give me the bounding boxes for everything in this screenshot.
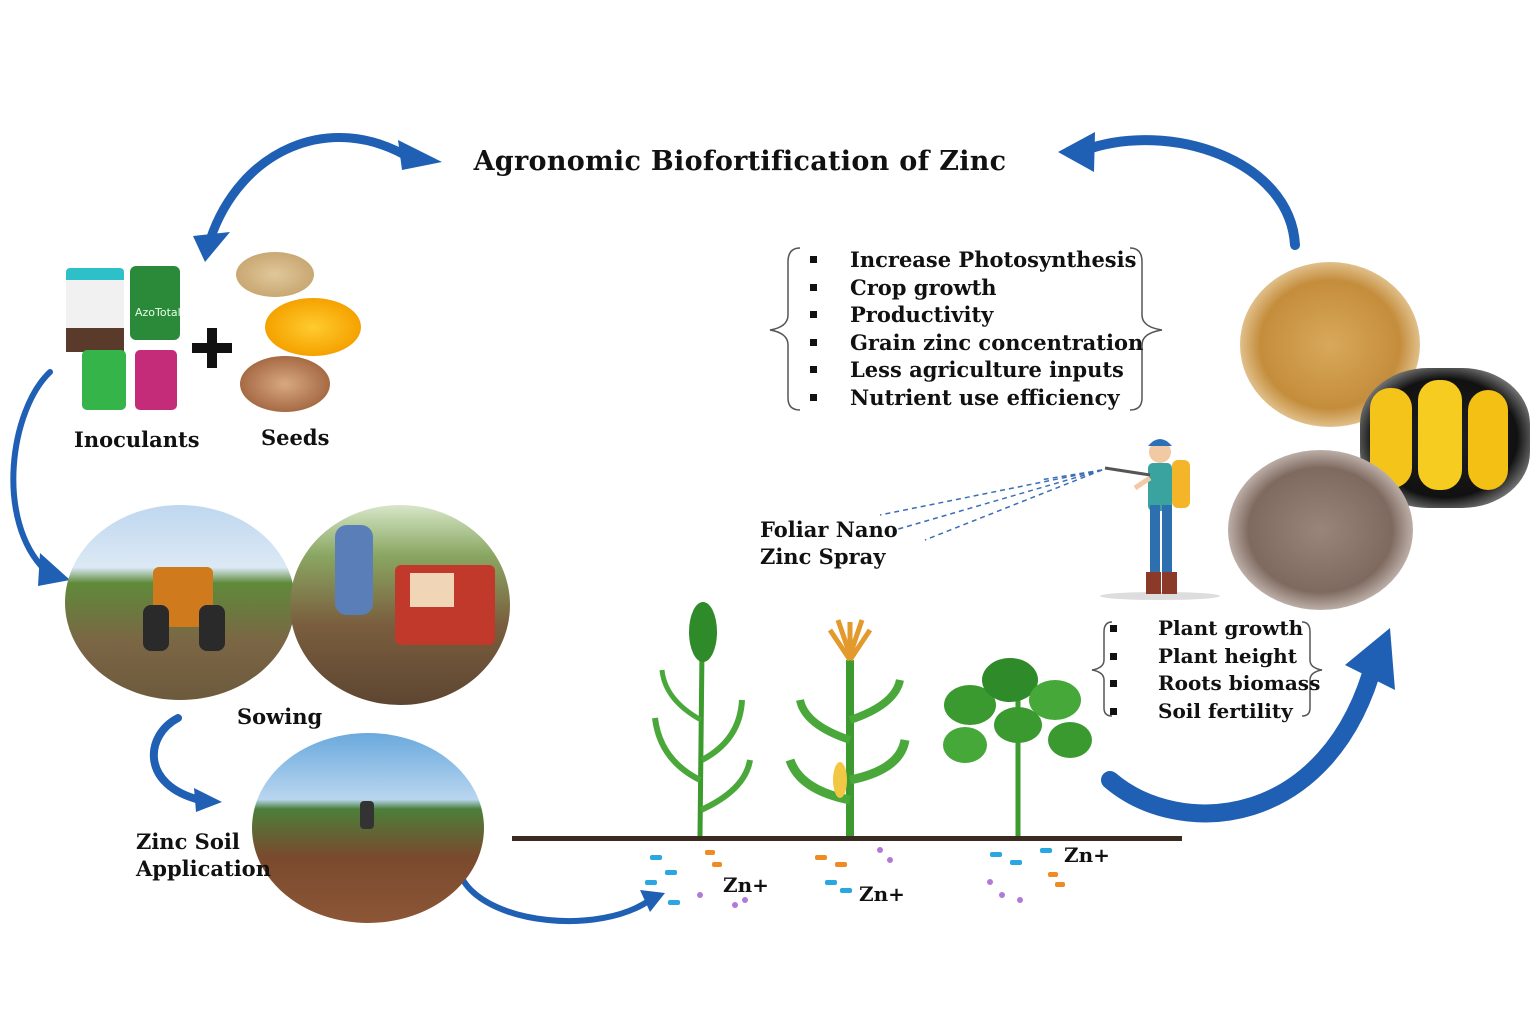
farmer-sprayer-figure: [1100, 439, 1220, 600]
field-application-photo: [252, 733, 484, 923]
soil-benefit-item: Plant growth: [1110, 615, 1320, 643]
root-microbes-1: [645, 850, 748, 908]
inoculant-product-1: [66, 268, 124, 352]
foliar-label-line2: Zinc Spray: [760, 544, 886, 569]
product-label-azo: AzoTotal: [135, 306, 181, 319]
zn-label-1: Zn+: [723, 873, 769, 897]
inoculant-product-2: AzoTotal: [130, 266, 181, 340]
benefit-item: Crop growth: [810, 274, 1143, 302]
bean-plant: [943, 658, 1092, 836]
right-brace-soil: [1301, 621, 1323, 717]
soil-line: [512, 836, 1182, 841]
benefit-item: Less agriculture inputs: [810, 356, 1143, 384]
zn-label-2: Zn+: [859, 882, 905, 906]
zinc-soil-label-line1: Zinc Soil: [136, 829, 240, 854]
spray-lines: [879, 469, 1103, 541]
harvest-bean-grains: [1228, 450, 1413, 610]
benefit-item: Increase Photosynthesis: [810, 246, 1143, 274]
harvest-corn-cobs: [1360, 368, 1530, 508]
soil-benefit-item: Plant height: [1110, 643, 1320, 671]
plus-icon: [192, 328, 232, 368]
root-microbes-2: [815, 847, 893, 893]
diagram-title: Agronomic Biofortification of Zinc: [473, 146, 1007, 177]
seeds-oat-pile: [236, 252, 314, 297]
seeds-corn-pile: [265, 298, 361, 356]
tractor-photo: [65, 505, 295, 700]
soil-benefit-item: Soil fertility: [1110, 698, 1320, 726]
left-brace-soil: [1091, 621, 1113, 717]
cycle-arrow-top-left: [193, 133, 442, 262]
seeder-photo: [290, 505, 510, 705]
wheat-plant: [652, 602, 753, 837]
foliar-label-line1: Foliar Nano: [760, 517, 898, 542]
seeds-label: Seeds: [261, 425, 330, 450]
inoculants-label: Inoculants: [74, 427, 200, 452]
benefits-top-list: Increase Photosynthesis Crop growth Prod…: [810, 246, 1143, 411]
benefits-soil-list: Plant growth Plant height Roots biomass …: [1110, 615, 1320, 725]
cycle-arrow-left: [10, 369, 70, 586]
benefit-item: Grain zinc concentration: [810, 329, 1143, 357]
zinc-soil-label-line2: Application: [136, 856, 271, 881]
right-brace-top: [1129, 247, 1163, 411]
maize-plant: [785, 619, 910, 836]
inoculant-product-4: [135, 350, 177, 410]
cycle-arrow-top-right: [1058, 132, 1300, 250]
zn-label-3: Zn+: [1064, 843, 1110, 867]
seeds-bean-pile: [240, 356, 330, 412]
cycle-arrow-sowing-soil: [149, 714, 222, 812]
root-microbes-3: [987, 848, 1065, 903]
benefit-item: Nutrient use efficiency: [810, 384, 1143, 412]
cycle-arrow-soil-plants: [460, 877, 665, 925]
benefit-item: Productivity: [810, 301, 1143, 329]
left-brace-top: [769, 247, 801, 411]
cycle-arrow-plants-grains: [1101, 628, 1395, 823]
sowing-label: Sowing: [237, 704, 323, 729]
soil-benefit-item: Roots biomass: [1110, 670, 1320, 698]
inoculant-product-3: [82, 350, 126, 410]
